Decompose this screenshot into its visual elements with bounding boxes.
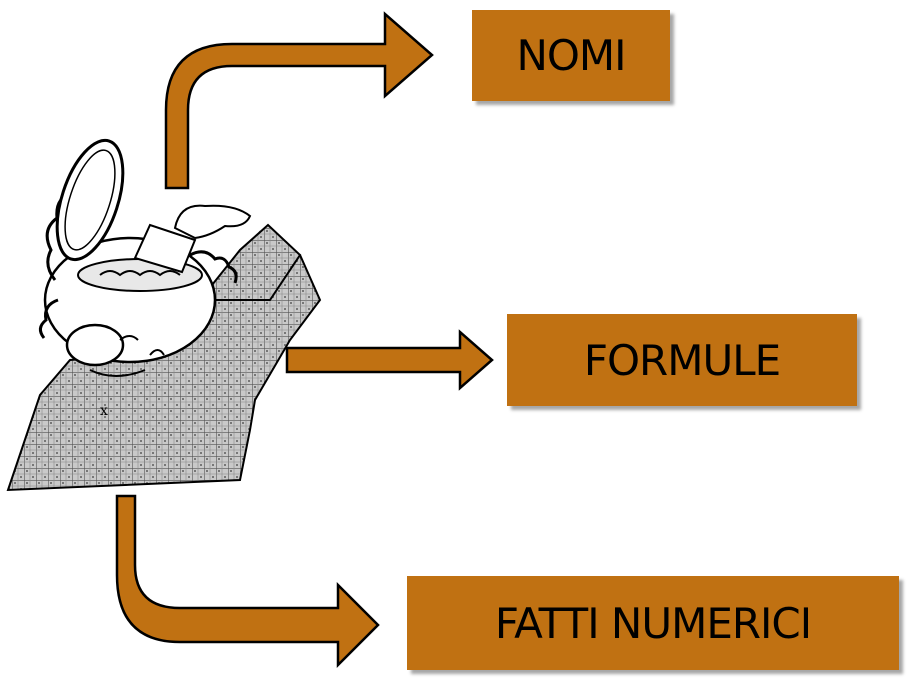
label-fatti-numerici: FATTI NUMERICI	[407, 576, 899, 670]
man-opening-head-icon: x	[6, 138, 322, 492]
label-nomi: NOMI	[472, 10, 670, 101]
arrow-to-fatti	[115, 494, 380, 669]
label-fatti-numerici-text: FATTI NUMERICI	[494, 598, 812, 648]
label-nomi-text: NOMI	[516, 31, 626, 80]
arrow-to-formule	[285, 329, 494, 391]
label-formule-text: FORMULE	[583, 335, 781, 385]
label-formule: FORMULE	[507, 314, 857, 406]
svg-text:x: x	[100, 403, 108, 419]
arrow-to-nomi	[164, 11, 434, 190]
